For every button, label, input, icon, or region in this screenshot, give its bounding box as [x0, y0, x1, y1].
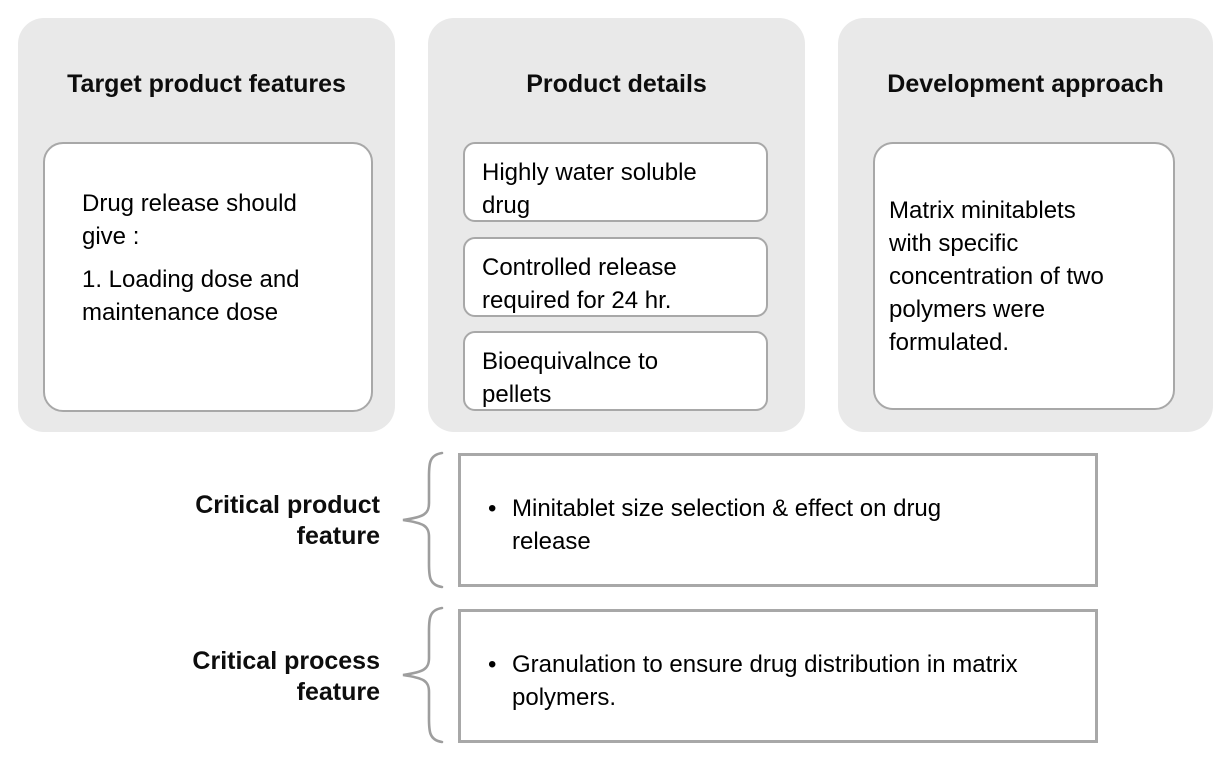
critical-process-feature-label: Critical process feature [192, 647, 380, 706]
text-line: formulated. [889, 329, 1010, 356]
bullet-dot-icon: • [488, 651, 497, 678]
text-line: Highly water soluble [482, 159, 697, 186]
text-line: Bioequivalnce to [482, 348, 659, 375]
bullet-item: • Minitablet size selection & effect on … [461, 456, 1095, 558]
text-line: with specific [889, 230, 1019, 257]
panel-title-target-product-features: Target product features [67, 70, 346, 98]
bullet-text: Granulation to ensure drug distribution … [512, 648, 1077, 714]
text-line: Granulation to ensure drug distribution … [512, 651, 1018, 678]
text-line: Matrix minitablets [889, 197, 1076, 224]
critical-product-feature-label: Critical product feature [195, 491, 380, 550]
development-approach-box: Matrix minitablets with specific concent… [873, 142, 1175, 410]
curly-brace-path [402, 451, 444, 589]
text-line: Drug release should [82, 190, 297, 217]
text-line: Controlled release [482, 254, 677, 281]
text-line: polymers were [889, 296, 1046, 323]
curly-brace-icon [402, 606, 444, 744]
text-line: 1. Loading dose and [82, 266, 300, 293]
text-line: release [512, 528, 591, 555]
text-line: drug [482, 192, 531, 219]
product-detail-box-bioequivalence: Bioequivalnce to pellets [463, 331, 768, 411]
curly-brace-icon [402, 451, 444, 589]
panel-product-details: Product details Highly water soluble dru… [428, 18, 805, 432]
text-line: polymers. [512, 684, 617, 711]
product-detail-box-controlled-release: Controlled release required for 24 hr. [463, 237, 768, 317]
bullet-item: • Granulation to ensure drug distributio… [461, 612, 1095, 714]
panel-target-product-features: Target product features Drug release sho… [18, 18, 395, 432]
curly-brace-path [402, 606, 444, 744]
text-line: required for 24 hr. [482, 287, 672, 314]
drug-release-paragraph: Drug release should give : [82, 187, 316, 253]
text-line: give : [82, 223, 140, 250]
bullet-text: Minitablet size selection & effect on dr… [512, 492, 1077, 558]
text-line: concentration of two [889, 263, 1104, 290]
bullet-dot-icon: • [488, 495, 497, 522]
critical-process-feature-box: • Granulation to ensure drug distributio… [458, 609, 1098, 743]
panel-title-product-details: Product details [526, 70, 707, 98]
product-detail-box-soluble-drug: Highly water soluble drug [463, 142, 768, 222]
panel-development-approach: Development approach Matrix minitablets … [838, 18, 1213, 432]
text-line: maintenance dose [82, 299, 279, 326]
text-line: pellets [482, 381, 552, 408]
critical-product-feature-box: • Minitablet size selection & effect on … [458, 453, 1098, 587]
text-line: Minitablet size selection & effect on dr… [512, 495, 942, 522]
loading-dose-paragraph: 1. Loading dose and maintenance dose [82, 263, 316, 329]
panel-title-development-approach: Development approach [887, 70, 1164, 98]
target-product-features-box: Drug release should give : 1. Loading do… [43, 142, 373, 412]
